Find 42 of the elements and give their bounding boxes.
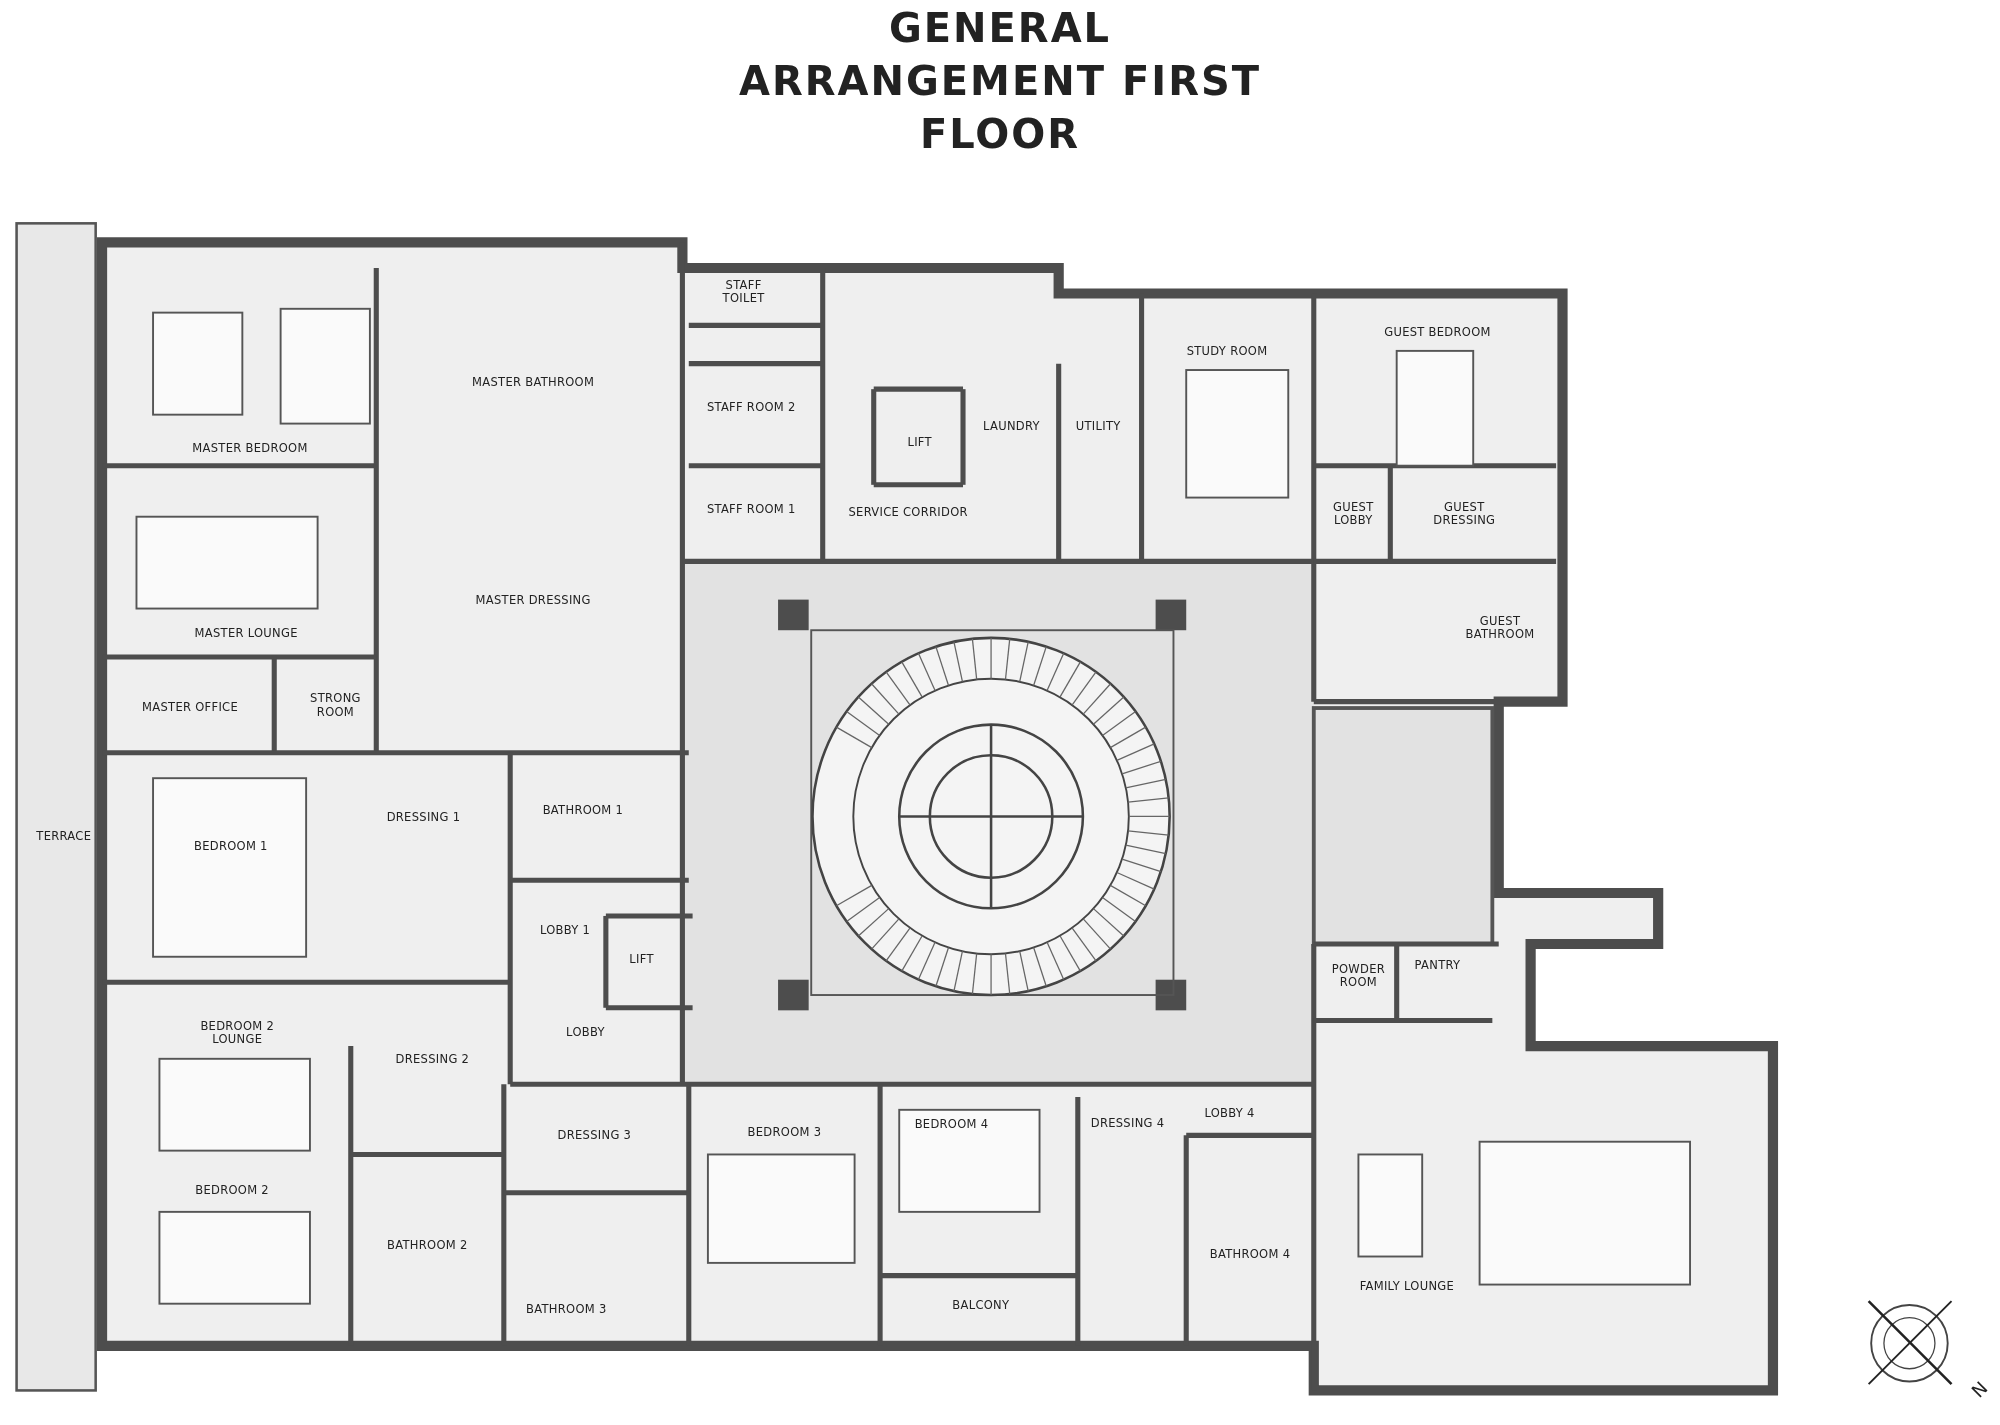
room-label: STRONG ROOM: [309, 692, 362, 719]
room-label: BALCONY: [952, 1299, 1010, 1313]
room-label: STUDY ROOM: [1186, 345, 1268, 359]
room-label: BATHROOM 1: [542, 804, 624, 818]
room-label: LOBBY 1: [539, 924, 591, 938]
room-label: STAFF TOILET: [721, 278, 766, 306]
room-label: TERRACE: [36, 830, 92, 844]
room-label: BEDROOM 4: [914, 1118, 989, 1132]
room-label: LOBBY 4: [1204, 1106, 1255, 1121]
room-label: MASTER DRESSING: [475, 594, 591, 608]
room-label: BATHROOM 3: [526, 1303, 607, 1317]
room-label: POWDER ROOM: [1330, 962, 1387, 989]
room-label: LIFT: [629, 953, 654, 968]
north-label: N: [1967, 1378, 1992, 1403]
room-label: GUEST DRESSING: [1432, 500, 1497, 528]
room-label: FAMILY LOUNGE: [1359, 1280, 1455, 1294]
room-label: GUEST BATHROOM: [1464, 614, 1536, 641]
room-label: PANTRY: [1414, 958, 1461, 973]
room-label: SERVICE CORRIDOR: [848, 506, 968, 520]
plan-title: GENERAL ARRANGEMENT FIRST FLOOR: [737, 4, 1263, 160]
room-label: MASTER BATHROOM: [472, 376, 595, 390]
room-label: DRESSING 1: [386, 811, 461, 825]
room-label: UTILITY: [1075, 420, 1121, 434]
room-label: LIFT: [907, 436, 932, 450]
room-label: STAFF ROOM 2: [706, 401, 796, 415]
room-label: DRESSING 4: [1090, 1117, 1165, 1131]
room-label: BEDROOM 2 LOUNGE: [199, 1019, 276, 1047]
room-label: LAUNDRY: [983, 420, 1040, 434]
room-label: BEDROOM 1: [194, 840, 268, 854]
room-label: BATHROOM 2: [387, 1239, 468, 1253]
room-label: MASTER BEDROOM: [192, 442, 308, 456]
room-label: STAFF ROOM 1: [706, 503, 796, 517]
room-label: GUEST LOBBY: [1332, 500, 1375, 528]
room-label: BATHROOM 4: [1209, 1248, 1291, 1262]
room-label: DRESSING 2: [395, 1053, 470, 1067]
room-label: DRESSING 3: [557, 1129, 632, 1144]
room-label: MASTER LOUNGE: [194, 627, 298, 641]
room-label: LOBBY: [566, 1026, 605, 1040]
room-label: GUEST BEDROOM: [1384, 326, 1491, 340]
room-label: BEDROOM 2: [195, 1184, 269, 1198]
room-label: BEDROOM 3: [747, 1126, 822, 1140]
room-label: MASTER OFFICE: [142, 701, 238, 715]
